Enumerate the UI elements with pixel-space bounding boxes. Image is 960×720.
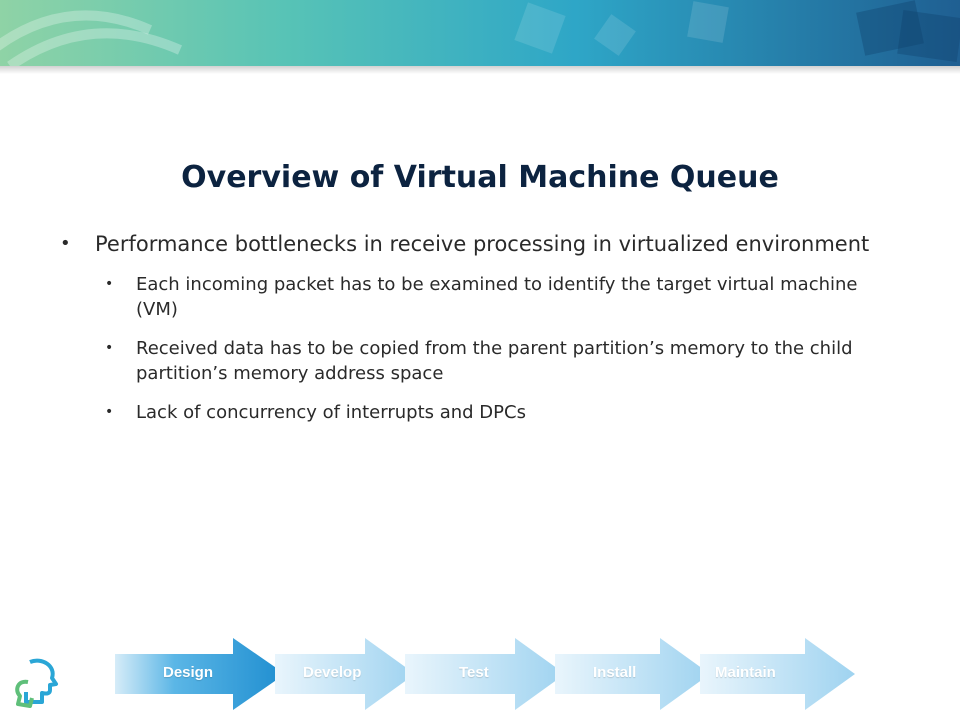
pipeline-arrow-maintain bbox=[700, 638, 855, 710]
pipeline-arrow-design bbox=[115, 638, 285, 710]
pipeline-arrow-install bbox=[555, 638, 710, 710]
pipeline-step-label: Develop bbox=[303, 664, 362, 681]
pipeline-arrow-develop bbox=[275, 638, 415, 710]
sub-bullet: Received data has to be copied from the … bbox=[105, 336, 890, 386]
pipeline-step-label: Maintain bbox=[715, 664, 776, 681]
lifecycle-pipeline: Design Develop Test Install Maintain bbox=[115, 636, 855, 714]
pipeline-step-label: Install bbox=[593, 664, 637, 681]
pipeline-step-label: Design bbox=[163, 664, 214, 681]
sub-bullet: Lack of concurrency of interrupts and DP… bbox=[105, 400, 890, 425]
header-banner bbox=[0, 0, 960, 66]
banner-decoration-icon bbox=[0, 0, 960, 66]
bullet-main: Performance bottlenecks in receive proce… bbox=[60, 230, 890, 258]
bullet-list: Performance bottlenecks in receive proce… bbox=[60, 230, 890, 425]
pipeline-arrow-test bbox=[405, 638, 565, 710]
banner-shadow bbox=[0, 66, 960, 74]
head-profile-logo-icon bbox=[12, 658, 60, 710]
pipeline-step-label: Test bbox=[459, 664, 489, 681]
sub-bullet: Each incoming packet has to be examined … bbox=[105, 272, 890, 322]
slide-title: Overview of Virtual Machine Queue bbox=[181, 160, 779, 195]
